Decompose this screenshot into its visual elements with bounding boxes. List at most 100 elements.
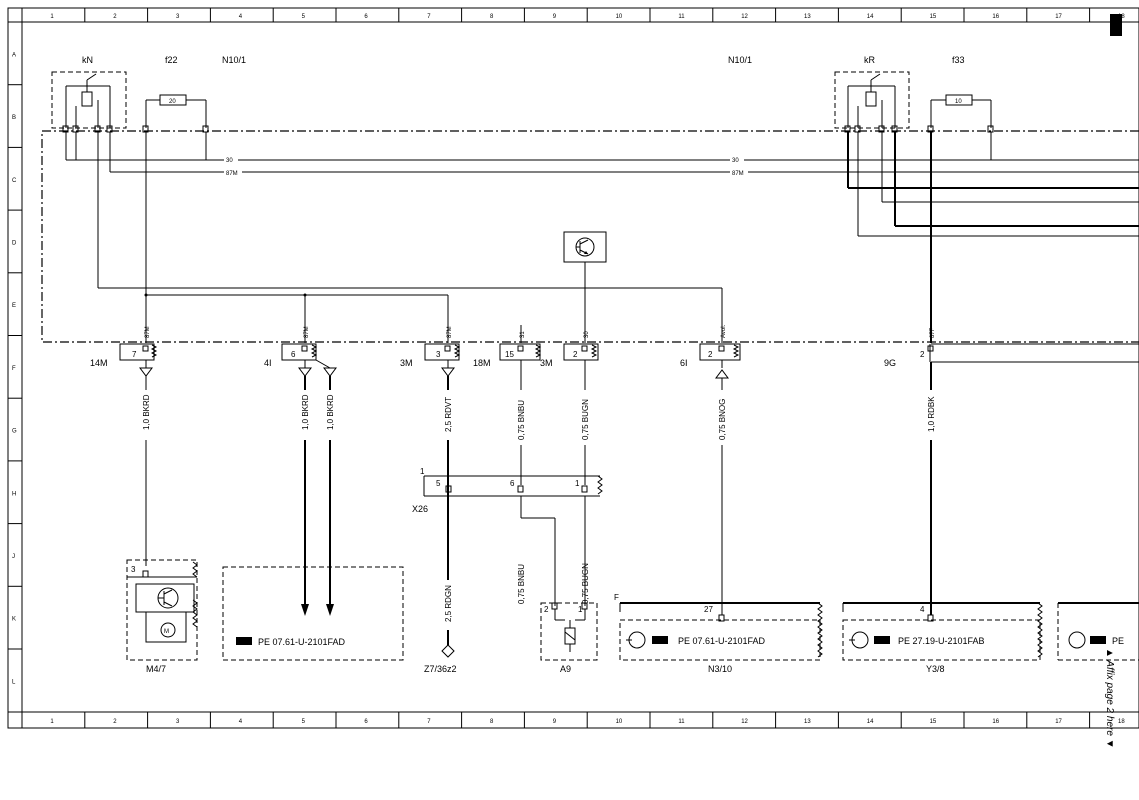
grid-col-label: 2 [113, 14, 117, 20]
grid-row-label: G [12, 429, 17, 435]
wire-labels [140, 390, 937, 630]
a9-pin-1: 1 [578, 605, 583, 614]
n101-boundary [41, 130, 1139, 343]
grid-col-label: 11 [678, 14, 685, 20]
pin-label-1: 87M [145, 326, 151, 338]
grid-col-label: 16 [992, 14, 999, 20]
x26-pin-1: 1 [575, 479, 580, 488]
label-kr: kR [864, 55, 876, 65]
connector-3m-b: 3M [540, 358, 553, 368]
grid-col-label: 14 [867, 14, 874, 20]
kr-output-wires [847, 132, 1139, 237]
grid-col-label: 14 [867, 719, 874, 725]
frame-outer [7, 7, 1139, 729]
grid-col-label: 12 [741, 719, 748, 725]
grid-col-label: 2 [113, 719, 117, 725]
grid-row-label: L [12, 679, 16, 685]
pe-ref-4: PE [1112, 636, 1124, 646]
fuse-f33: 10 [930, 94, 992, 128]
wire-label-2: 1,0 BKRD [301, 394, 310, 430]
grid-col-label: 15 [930, 719, 937, 725]
m47-pin: 3 [131, 565, 136, 574]
pin-label-4: 31 [520, 331, 526, 338]
grid-col-label: 10 [616, 14, 623, 20]
grid-row-label: F [12, 366, 16, 372]
grid-col-label: 4 [239, 14, 243, 20]
x26-label: X26 [412, 504, 428, 514]
pin-label-5: 30 [584, 331, 590, 338]
grid-col-label: 3 [176, 14, 180, 20]
grid-col-label: 6 [364, 719, 368, 725]
grid-col-label: 13 [804, 14, 811, 20]
grid-col-label: 18 [1118, 719, 1125, 725]
bus-label-87m-left: 87M [226, 171, 238, 177]
fuse-f22-value: 20 [169, 99, 176, 105]
grid-col-label: 6 [364, 14, 368, 20]
wire-label-9: 2,5 RDGN [444, 585, 453, 622]
n310-pin: 27 [704, 605, 713, 614]
grid-col-label: 12 [741, 14, 748, 20]
pin-label-7: 87F [930, 327, 936, 338]
wire-label-3: 1,0 BKRD [326, 394, 335, 430]
grid-col-label: 7 [427, 719, 431, 725]
grid-col-label: 16 [992, 719, 999, 725]
kn-output-wires [97, 132, 932, 343]
x26-pin-6: 6 [510, 479, 515, 488]
relay-kn [51, 71, 127, 129]
connector-4i: 4I [264, 358, 272, 368]
pin-num-7: 2 [920, 350, 925, 359]
wire-label-6: 0,75 BUGN [581, 399, 590, 440]
pe-ref-1: PE 07.61-U-2101FAD [258, 637, 346, 647]
a9-pin-2: 2 [544, 605, 549, 614]
connector-18m: 18M [473, 358, 491, 368]
z7-node-icon [441, 644, 455, 658]
grid-col-label: 3 [176, 719, 180, 725]
grid-row-label: A [12, 52, 16, 58]
grid-row-label: K [12, 617, 16, 623]
grid-row-label: J [12, 554, 15, 560]
x26-pin-5: 5 [436, 479, 441, 488]
wire-label-7: 0,75 BNOG [718, 399, 727, 440]
bus-label-87m-right: 87M [732, 171, 744, 177]
grid-col-label: 13 [804, 719, 811, 725]
grid-row-label: D [12, 240, 17, 246]
x26-num: 1 [420, 467, 425, 476]
n310-label: N3/10 [708, 664, 732, 674]
label-f33: f33 [952, 55, 965, 65]
grid-col-label: 4 [239, 719, 243, 725]
plug-symbols [139, 359, 729, 379]
corner-emblem-icon [1110, 14, 1122, 36]
grid-col-label: 10 [616, 719, 623, 725]
motor-icon: M [164, 629, 169, 635]
pe-ref-2: PE 07.61-U-2101FAD [678, 636, 766, 646]
bus-label-30-left: 30 [226, 158, 233, 164]
n310-f-label: F [614, 593, 619, 602]
transistor-box [563, 231, 607, 263]
pin-num-6: 2 [708, 350, 713, 359]
pin-label-3: 87M [447, 326, 453, 338]
grid-row-label: B [12, 115, 16, 121]
pin-label-2: 87M [304, 326, 310, 338]
grid-col-label: 9 [553, 719, 557, 725]
pin-label-6: Avol. [721, 324, 727, 338]
label-f22: f22 [165, 55, 178, 65]
pe-ref-3: PE 27.19-U-2101FAB [898, 636, 985, 646]
m47-label: M4/7 [146, 664, 166, 674]
grid-col-label: 5 [302, 14, 306, 20]
partial-component [1057, 602, 1139, 661]
grid-row-label: H [12, 491, 16, 497]
grid-col-label: 17 [1055, 14, 1062, 20]
fuse-f33-value: 10 [955, 99, 962, 105]
bus-label-30-right: 30 [732, 158, 739, 164]
y38-pin: 4 [920, 605, 925, 614]
connector-plugs [119, 343, 1139, 363]
grid-col-label: 1 [50, 719, 54, 725]
a9-component [540, 602, 598, 661]
grid-col-label: 5 [302, 719, 306, 725]
grid-col-label: 8 [490, 14, 494, 20]
grid-row-label: C [12, 178, 17, 184]
n310-component [619, 602, 823, 661]
y38-label: Y3/8 [926, 664, 945, 674]
